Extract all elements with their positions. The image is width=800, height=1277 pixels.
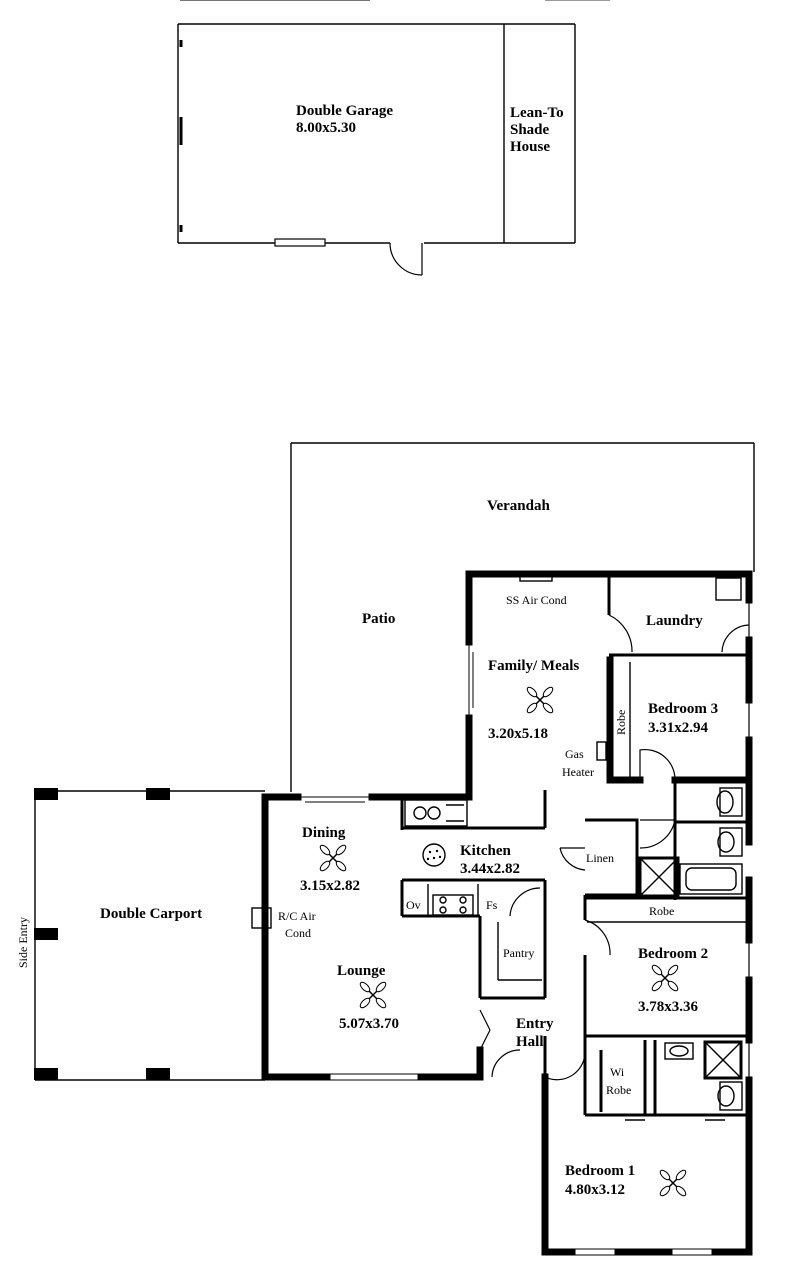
lounge-label: Lounge [337, 963, 386, 979]
verandah-label: Verandah [487, 498, 550, 514]
ceiling-fan-icon [526, 686, 554, 714]
entry-hall-label-line1: Entry [516, 1016, 554, 1032]
lounge-size: 5.07x3.70 [339, 1016, 399, 1032]
ceiling-fan-icon [659, 1169, 687, 1197]
house-interior-walls: Robe [251, 574, 753, 1121]
patio-label: Patio [362, 611, 395, 627]
linen-label: Linen [586, 851, 614, 865]
bedroom2-label: Bedroom 2 [638, 946, 708, 962]
robe-b2-label: Robe [649, 904, 674, 918]
rc-air-cond-label-line2: Cond [285, 926, 311, 940]
carport-outline [34, 788, 265, 1081]
bedroom1-label: Bedroom 1 [565, 1163, 635, 1179]
leanto-label-line3: House [510, 139, 550, 155]
side-entry-label: Side Entry [16, 917, 30, 968]
fridge-space-label: Fs [486, 898, 498, 912]
bedroom1-size: 4.80x3.12 [565, 1182, 625, 1198]
ceiling-fan-icon [651, 964, 679, 992]
family-label: Family/ Meals [488, 658, 579, 674]
gas-heater-label-line1: Gas [565, 747, 584, 761]
kitchen-size: 3.44x2.82 [460, 861, 520, 877]
entry-hall-label-line2: Hall [516, 1034, 544, 1050]
pantry-label: Pantry [503, 946, 534, 960]
laundry-label: Laundry [646, 613, 703, 629]
dining-label: Dining [302, 825, 346, 841]
wi-robe-label-line2: Robe [606, 1083, 631, 1097]
ss-air-cond-label: SS Air Cond [506, 593, 567, 607]
kitchen-label: Kitchen [460, 843, 511, 859]
ceiling-fan-icon [359, 981, 387, 1009]
wi-robe-label-line1: Wi [610, 1065, 625, 1079]
rc-air-cond-label-line1: R/C Air [278, 909, 316, 923]
garage-outline [177, 23, 576, 276]
bedroom3-label: Bedroom 3 [648, 701, 718, 717]
oven-label: Ov [406, 898, 421, 912]
bedroom3-size: 3.31x2.94 [648, 720, 709, 736]
bedroom2-size: 3.78x3.36 [638, 999, 699, 1015]
family-size: 3.20x5.18 [488, 726, 548, 742]
robe-b3-label: Robe [614, 710, 628, 735]
verandah-outline [290, 442, 755, 792]
gas-heater-label-line2: Heater [562, 765, 594, 779]
leanto-label-line2: Shade [510, 122, 550, 138]
dining-size: 3.15x2.82 [300, 878, 360, 894]
garage-title: Double Garage [296, 103, 393, 119]
leanto-label-line1: Lean-To [510, 105, 564, 121]
house-exterior-walls [261, 570, 753, 1256]
garage-size: 8.00x5.30 [296, 120, 356, 136]
ceiling-fan-icon [319, 844, 347, 872]
carport-label: Double Carport [100, 906, 202, 922]
